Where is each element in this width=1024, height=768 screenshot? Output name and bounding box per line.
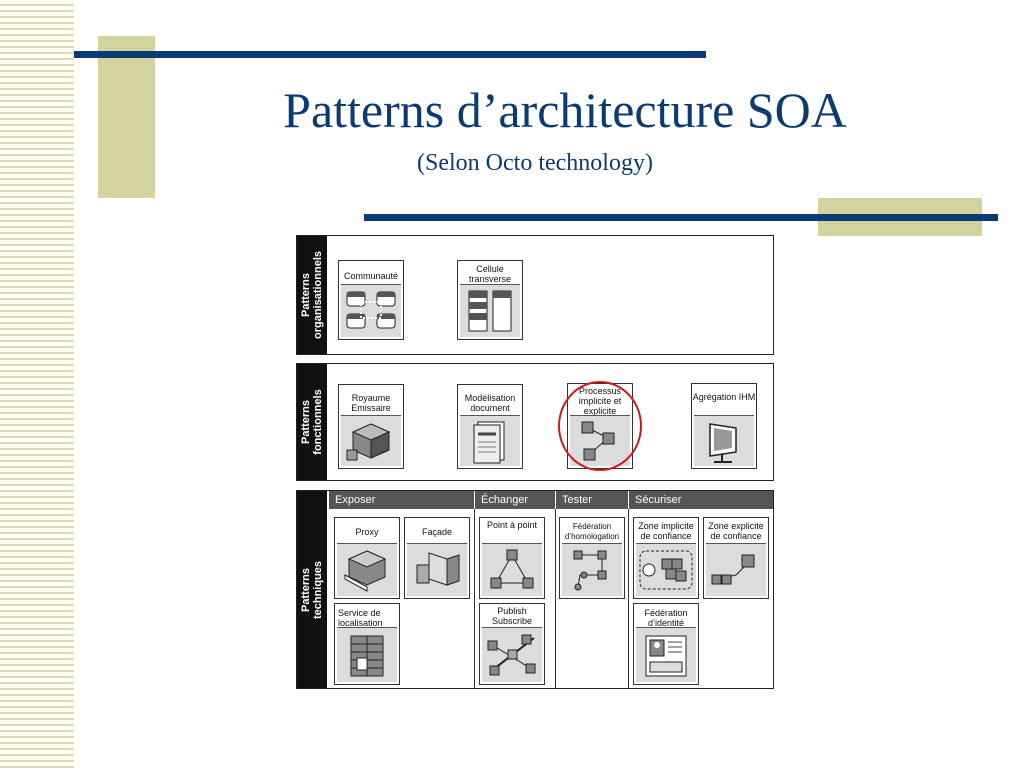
slide-subtitle: (Selon Octo technology) xyxy=(417,150,653,176)
community-icon xyxy=(341,284,401,337)
transverse-cell-icon xyxy=(460,284,520,337)
card-processus-implicite-explicite[interactable]: Processus implicite et explicite xyxy=(567,383,633,469)
card-label: Zone implicite de confiance xyxy=(638,521,694,541)
card-federation-identite[interactable]: Fédération d’identité xyxy=(633,603,699,685)
publish-subscribe-icon xyxy=(482,627,542,682)
card-communaute[interactable]: Communauté xyxy=(338,260,404,340)
card-zone-implicite-confiance[interactable]: Zone implicite de confiance xyxy=(633,517,699,599)
category-tester: Tester xyxy=(555,491,628,509)
card-label: Modélisation document xyxy=(464,393,516,413)
column-divider xyxy=(555,509,556,688)
card-service-de-localisation[interactable]: Service de localisation xyxy=(334,603,400,685)
card-label: Publish Subscribe xyxy=(491,606,533,626)
document-icon xyxy=(460,415,520,466)
trust-zone-explicit-icon xyxy=(706,543,766,596)
card-publish-subscribe[interactable]: Publish Subscribe xyxy=(479,603,545,685)
title-rule-top xyxy=(74,51,706,58)
card-facade[interactable]: Façade xyxy=(404,517,470,599)
title-rule-bottom xyxy=(364,214,998,221)
card-label: Communauté xyxy=(343,271,399,281)
card-label: Point à point xyxy=(486,520,538,530)
card-label: Proxy xyxy=(355,527,379,537)
card-label: Cellule transverse xyxy=(468,264,512,284)
card-label: Service de localisation xyxy=(338,608,383,628)
card-point-a-point[interactable]: Point à point xyxy=(479,517,545,599)
highlight-circle xyxy=(558,381,642,471)
card-royaume-emissaire[interactable]: Royaume Emissaire xyxy=(338,384,404,469)
wall-icon xyxy=(337,627,397,682)
category-echanger: Échanger xyxy=(474,491,555,509)
card-agregation-ihm[interactable]: Agrégation IHM xyxy=(691,383,757,469)
card-cellule-transverse[interactable]: Cellule transverse xyxy=(457,260,523,340)
column-divider xyxy=(628,509,629,688)
cube-icon xyxy=(341,415,401,466)
card-label: Fédération d’identité xyxy=(644,608,688,628)
monitor-icon xyxy=(694,415,754,466)
khaki-block-top-left xyxy=(98,36,155,198)
column-divider xyxy=(474,509,475,688)
card-federation-homologation[interactable]: Fédération d’homologation xyxy=(559,517,625,599)
proxy-icon xyxy=(337,543,397,596)
card-label: Agrégation IHM xyxy=(692,392,756,402)
category-securiser: Sécuriser xyxy=(628,491,773,509)
card-label: Royaume Emissaire xyxy=(351,393,391,413)
point-to-point-icon xyxy=(482,543,542,596)
card-proxy[interactable]: Proxy xyxy=(334,517,400,599)
id-card-icon xyxy=(636,627,696,682)
card-label: Zone explicite de confiance xyxy=(708,521,764,541)
category-exposer: Exposer xyxy=(329,491,474,509)
facade-icon xyxy=(407,543,467,596)
card-zone-explicite-confiance[interactable]: Zone explicite de confiance xyxy=(703,517,769,599)
card-label: Fédération d’homologation xyxy=(564,522,620,541)
card-modelisation-document[interactable]: Modélisation document xyxy=(457,384,523,469)
slide-title: Patterns d’architecture SOA xyxy=(283,82,847,138)
card-label: Façade xyxy=(421,527,453,537)
striped-border-decoration xyxy=(0,0,74,768)
federation-homologation-icon xyxy=(562,543,622,596)
trust-zone-implicit-icon xyxy=(636,543,696,596)
process-icon xyxy=(570,415,630,466)
card-label: Processus implicite et explicite xyxy=(578,386,622,416)
